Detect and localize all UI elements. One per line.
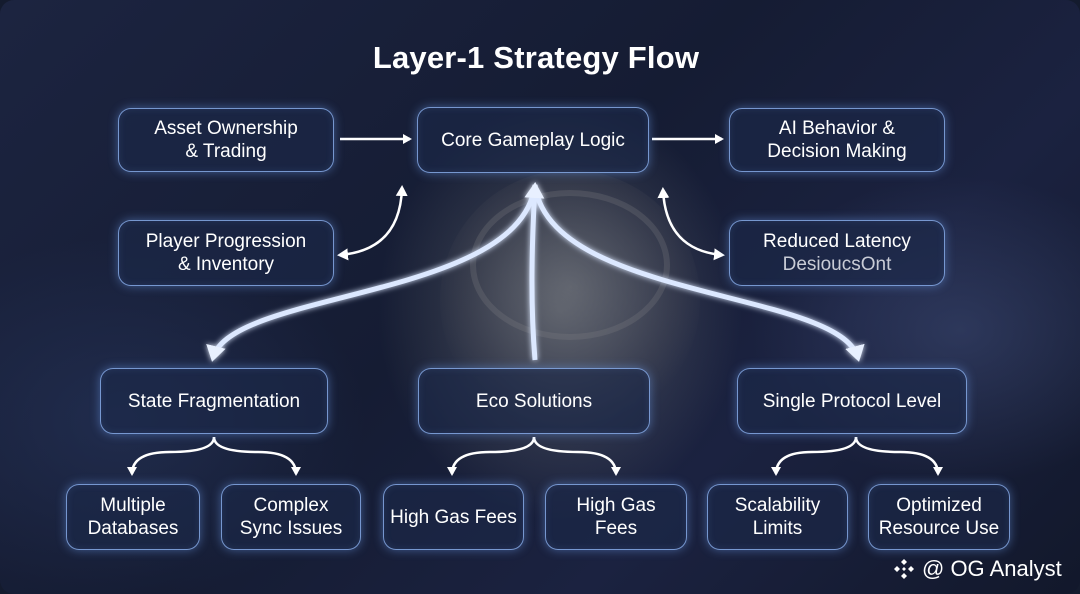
node-state-fragmentation-label: State Fragmentation <box>127 390 301 412</box>
node-player-progression: Player Progression & Inventory <box>118 220 334 286</box>
node-reduced-latency: Reduced Latency DesioucsOnt <box>729 220 945 286</box>
node-asset-ownership-line2: & Trading <box>185 141 267 162</box>
node-eco-solutions: Eco Solutions <box>418 368 650 434</box>
node-multiple-databases-line2: Databases <box>87 518 179 539</box>
arrow-latency-ai <box>657 187 725 261</box>
node-high-gas-fees-2-line1: High Gas <box>576 495 656 516</box>
node-single-protocol: Single Protocol Level <box>737 368 967 434</box>
node-high-gas-fees-2-line2: Fees <box>594 518 638 539</box>
node-complex-sync-line2: Sync Issues <box>239 518 343 539</box>
glow-arrow-to-single <box>532 184 865 362</box>
node-core-gameplay: Core Gameplay Logic <box>417 107 649 173</box>
branch-single-left <box>771 436 858 476</box>
branch-eco-left <box>447 436 536 476</box>
node-scalability-line1: Scalability <box>734 495 821 516</box>
branch-single-right <box>854 436 943 476</box>
node-state-fragmentation: State Fragmentation <box>100 368 328 434</box>
node-optimized-line1: Optimized <box>896 495 982 516</box>
node-single-protocol-label: Single Protocol Level <box>762 390 942 412</box>
node-ai-behavior-line2: Decision Making <box>767 141 907 162</box>
node-scalability-line2: Limits <box>752 518 803 539</box>
node-multiple-databases-line1: Multiple <box>100 495 166 516</box>
node-multiple-databases: Multiple Databases <box>66 484 200 550</box>
node-high-gas-fees-1: High Gas Fees <box>383 484 524 550</box>
node-optimized: Optimized Resource Use <box>868 484 1010 550</box>
node-asset-ownership: Asset Ownership & Trading <box>118 108 334 172</box>
glow-arrow-to-state <box>206 184 538 362</box>
node-eco-solutions-label: Eco Solutions <box>475 390 593 412</box>
watermark: @ OG Analyst <box>892 556 1062 582</box>
node-core-gameplay-label: Core Gameplay Logic <box>441 129 625 151</box>
node-reduced-latency-line1: Reduced Latency <box>763 231 911 252</box>
node-asset-ownership-line1: Asset Ownership <box>154 118 298 139</box>
node-player-progression-line1: Player Progression <box>145 231 307 252</box>
arrow-player-core <box>337 185 408 261</box>
glow-arrow-up-center <box>524 182 545 361</box>
node-player-progression-line2: & Inventory <box>177 254 275 275</box>
node-ai-behavior: AI Behavior & Decision Making <box>729 108 945 172</box>
node-scalability: Scalability Limits <box>707 484 848 550</box>
node-complex-sync-line1: Complex <box>253 495 329 516</box>
node-complex-sync: Complex Sync Issues <box>221 484 361 550</box>
branch-state-right <box>212 436 301 476</box>
coin-ring <box>470 190 670 340</box>
branch-state-left <box>127 436 216 476</box>
binance-logo-icon <box>894 559 914 579</box>
node-ai-behavior-line1: AI Behavior & <box>778 118 896 139</box>
diagram-title: Layer-1 Strategy Flow <box>372 40 700 75</box>
node-optimized-line2: Resource Use <box>878 518 1000 539</box>
node-high-gas-fees-2: High Gas Fees <box>545 484 687 550</box>
watermark-text: @ OG Analyst <box>922 556 1062 581</box>
node-reduced-latency-line2: DesioucsOnt <box>782 254 892 275</box>
branch-eco-right <box>532 436 621 476</box>
node-high-gas-fees-1-label: High Gas Fees <box>390 506 517 528</box>
